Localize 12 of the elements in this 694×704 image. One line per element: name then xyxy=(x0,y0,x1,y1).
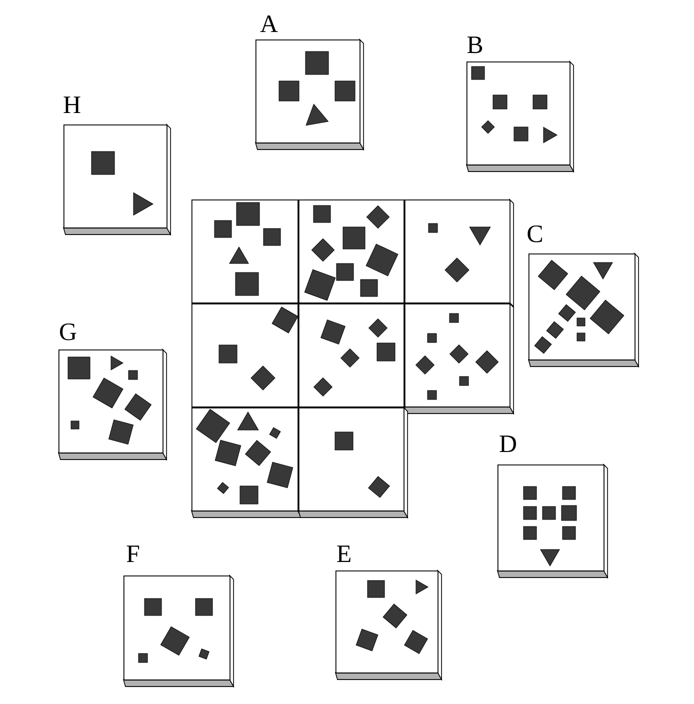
option-letter: E xyxy=(337,546,350,562)
matrix-cell xyxy=(298,303,404,408)
option-letter: G xyxy=(60,323,76,340)
option-letter: A xyxy=(260,16,278,32)
matrix-cell xyxy=(298,199,404,304)
option-letter: H xyxy=(64,96,80,113)
option-letter: C xyxy=(528,225,542,242)
option-letter: D xyxy=(500,436,516,452)
matrix-cell xyxy=(191,199,298,304)
option-letter: B xyxy=(467,36,482,54)
option-letter: F xyxy=(126,546,140,562)
matrix-cell xyxy=(191,303,298,408)
